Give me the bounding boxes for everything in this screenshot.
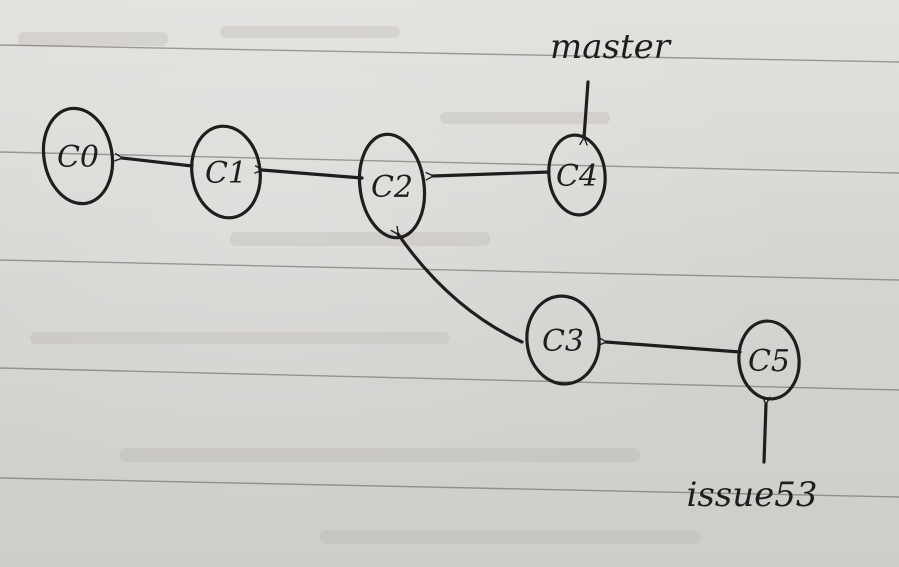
- branch-pointer-master: [579, 80, 590, 146]
- bleed-through-marks: [18, 26, 700, 544]
- edge-c5-to-c3: [598, 337, 742, 354]
- commit-label-c0: C0: [57, 140, 99, 175]
- branch-pointer-issue53: [761, 396, 771, 464]
- branch-label-master: master: [550, 27, 672, 67]
- branch-ref-master: master: [550, 27, 672, 146]
- commit-node-c4: C4: [547, 133, 607, 217]
- commit-node-c2: C2: [357, 132, 427, 240]
- commit-label-c3: C3: [542, 324, 584, 359]
- branch-ref-issue53: issue53: [686, 396, 818, 515]
- commit-label-c2: C2: [371, 170, 413, 205]
- commit-node-c5: C5: [737, 319, 801, 401]
- commit-label-c5: C5: [748, 344, 790, 379]
- edge-c1-to-c0: [114, 152, 194, 168]
- branch-label-issue53: issue53: [686, 475, 817, 515]
- commit-label-c1: C1: [205, 156, 247, 191]
- commit-edges: [114, 152, 742, 354]
- edge-c4-to-c2: [425, 170, 551, 181]
- commit-node-c1: C1: [190, 124, 262, 220]
- edge-c3-to-c2: [390, 225, 524, 344]
- commit-label-c4: C4: [556, 159, 598, 194]
- commit-node-c0: C0: [41, 106, 115, 206]
- commit-node-c3: C3: [525, 294, 601, 386]
- edge-c2-to-c1: [254, 165, 364, 180]
